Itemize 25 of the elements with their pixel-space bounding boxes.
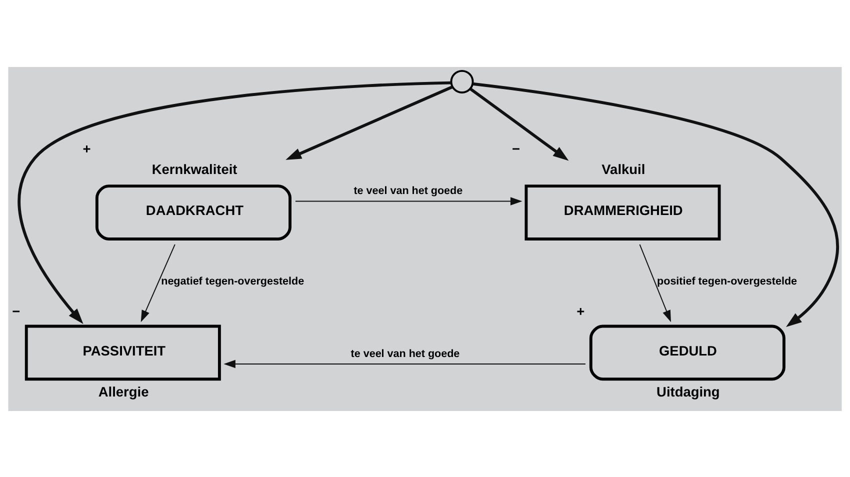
arrow xyxy=(224,359,586,368)
edge-label: te veel van het goede xyxy=(354,184,463,197)
node-box: PASSIVITEIT xyxy=(24,324,221,380)
arrow xyxy=(18,80,452,324)
edge-label: te veel van het goede xyxy=(350,347,460,360)
edge-label: negatief tegen-overgestelde xyxy=(161,274,304,287)
node-label: + xyxy=(576,304,585,319)
arrow xyxy=(286,85,454,160)
node-box: GEDULD xyxy=(589,324,786,380)
arrow xyxy=(295,196,522,205)
node-box: DRAMMERIGHEID xyxy=(524,184,721,240)
node-box: DAADKRACHT xyxy=(95,184,292,240)
node-label: − xyxy=(512,140,520,156)
node-label: + xyxy=(82,140,91,156)
node-label: Kernkwaliteit xyxy=(152,162,238,177)
node-label: − xyxy=(12,304,20,319)
edge-label: positief tegen-overgestelde xyxy=(657,274,798,287)
node-circle xyxy=(450,69,474,93)
arrow xyxy=(639,243,671,322)
node-label: Uitdaging xyxy=(656,384,720,399)
node-label: Valkuil xyxy=(602,162,646,177)
node-label: Allergie xyxy=(98,384,149,399)
arrow xyxy=(470,87,569,160)
arrow xyxy=(472,82,839,326)
arrow xyxy=(140,243,176,322)
